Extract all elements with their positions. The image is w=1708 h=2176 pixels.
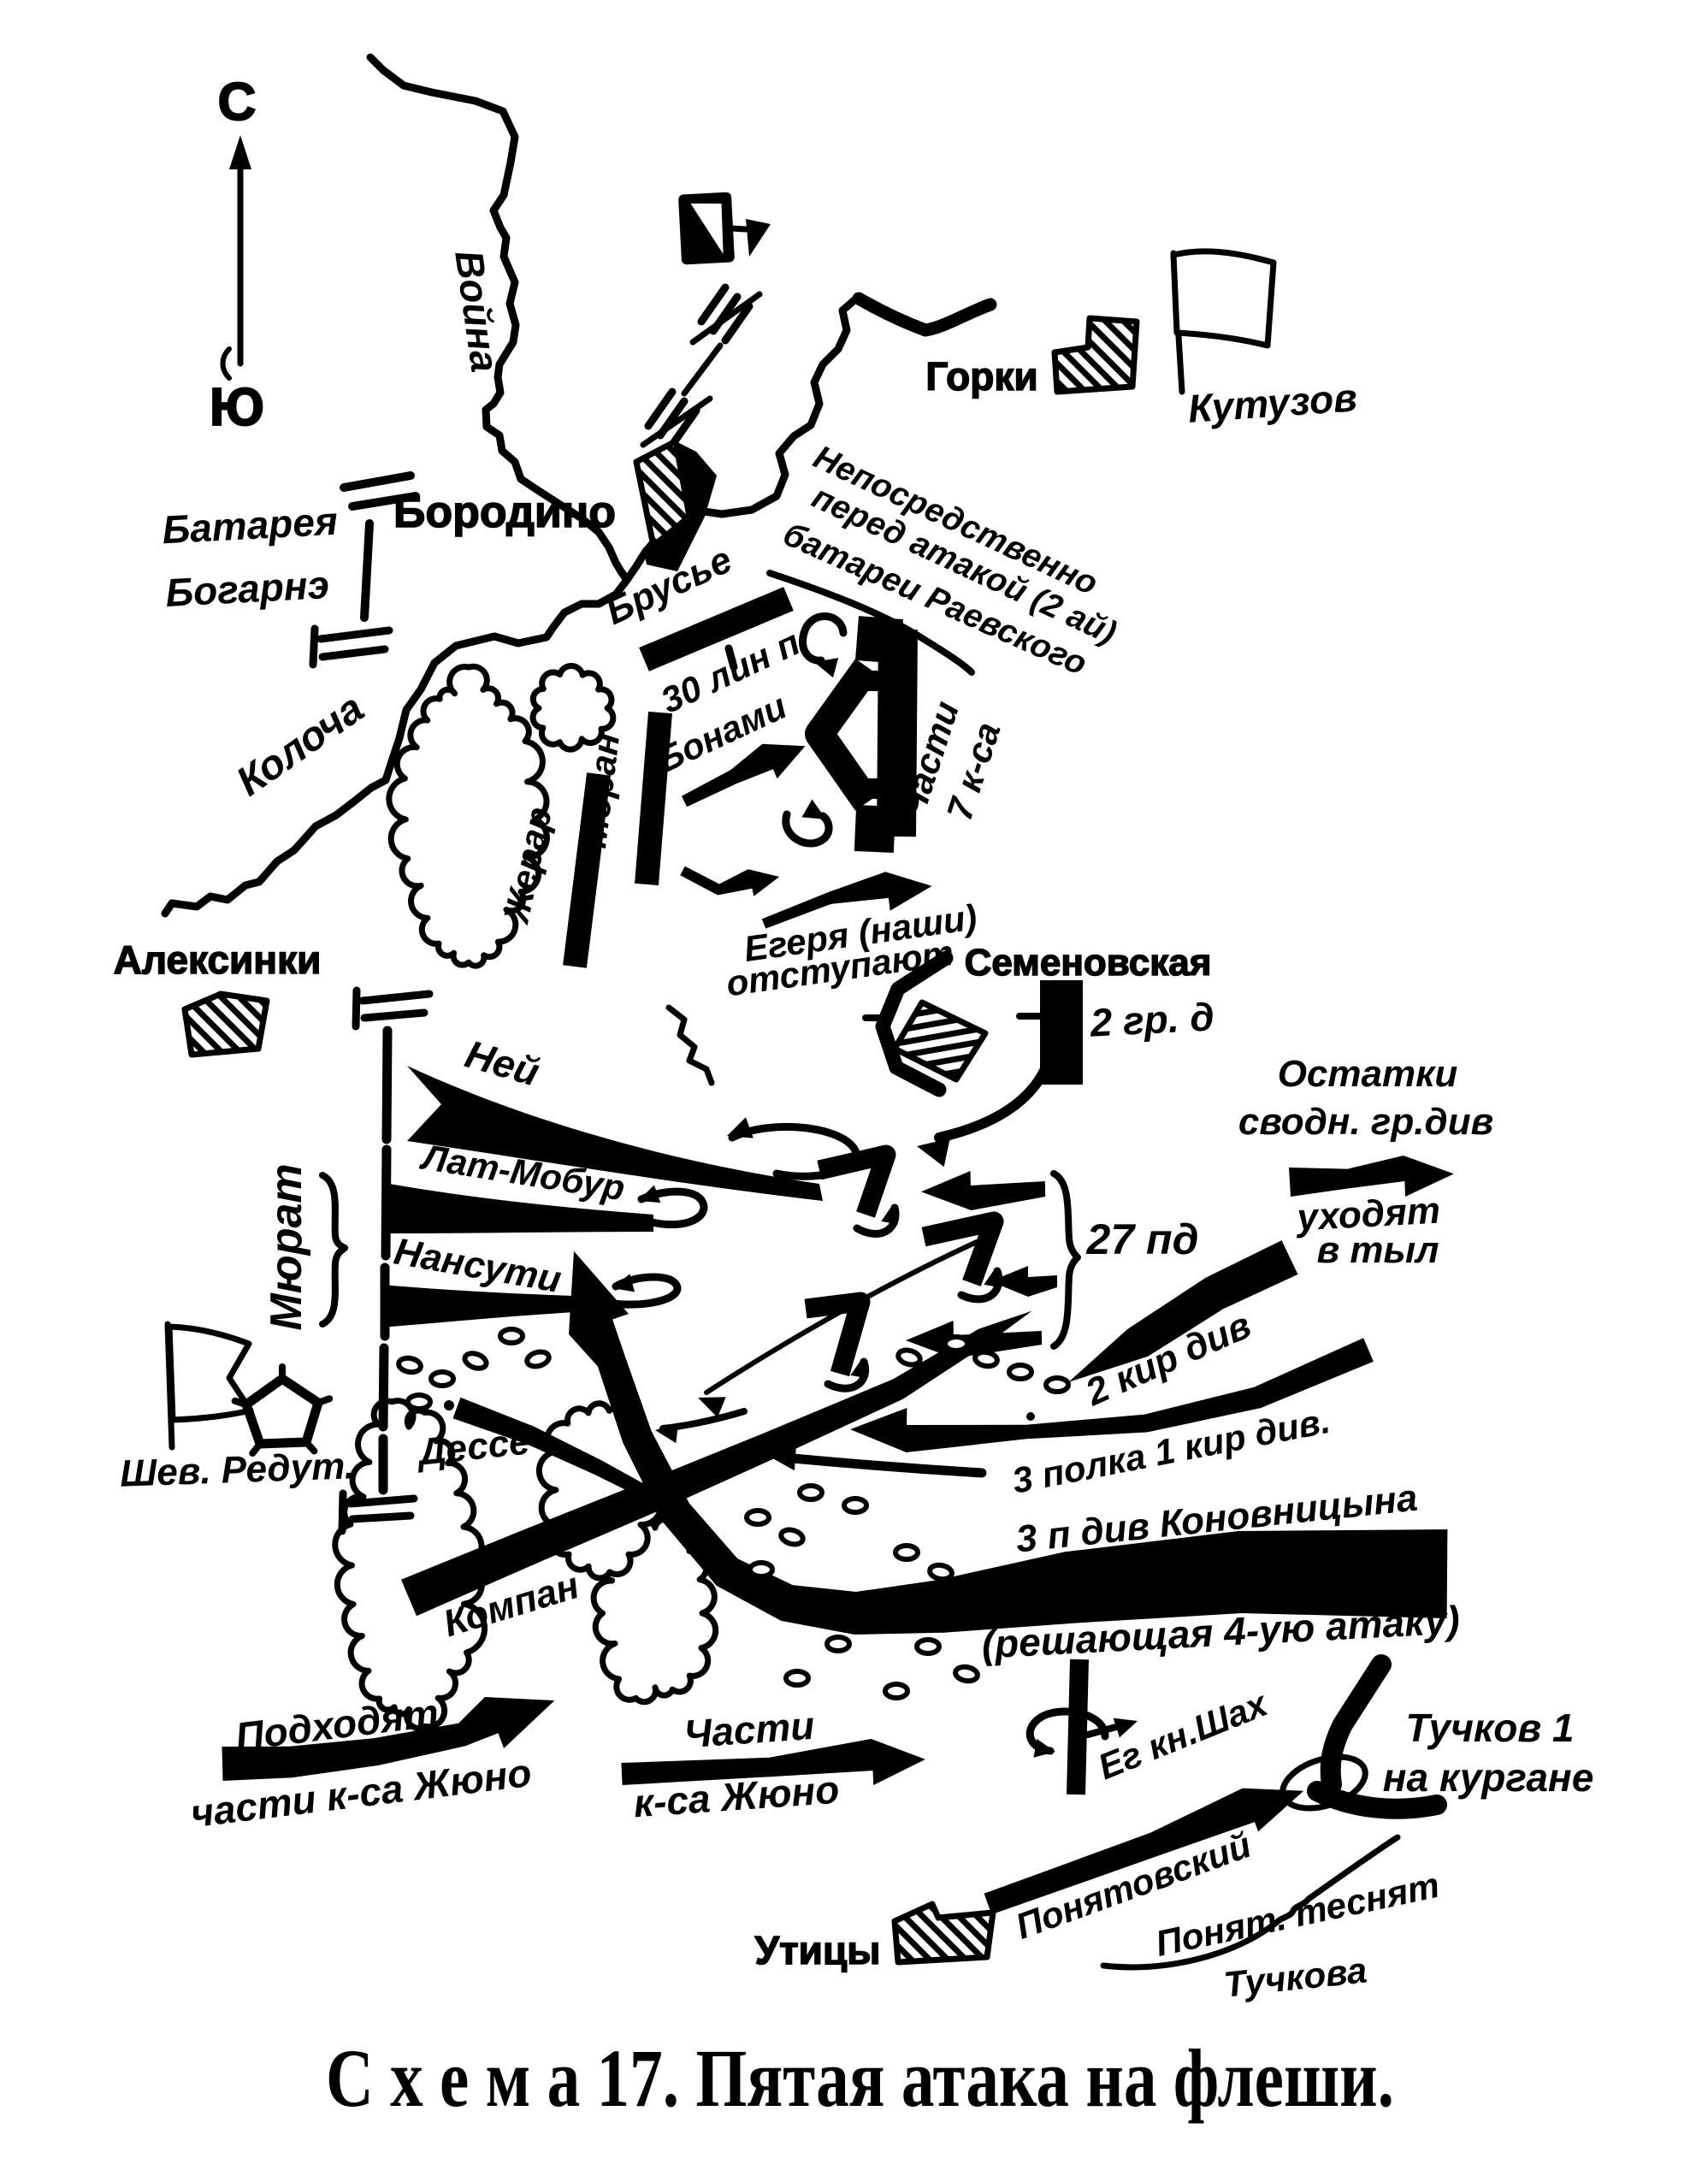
svg-text:Ю: Ю xyxy=(210,378,264,437)
svg-text:Утицы: Утицы xyxy=(755,1928,881,1972)
svg-text:уходят: уходят xyxy=(1294,1190,1441,1239)
svg-text:Остатки: Остатки xyxy=(1278,1053,1458,1095)
svg-text:Части: Части xyxy=(683,1703,816,1757)
svg-text:Бородино: Бородино xyxy=(393,488,616,537)
svg-text:2 гр. д: 2 гр. д xyxy=(1088,994,1215,1045)
svg-text:Тучков 1: Тучков 1 xyxy=(1406,1706,1575,1750)
svg-text:в тыл: в тыл xyxy=(1317,1229,1439,1271)
svg-text:27 пд: 27 пд xyxy=(1086,1215,1199,1263)
svg-text:Семеновская: Семеновская xyxy=(965,942,1212,984)
svg-text:С х е м а 17. Пятая атака: С х е м а 17. Пятая атака на флеши. xyxy=(326,2032,1394,2124)
svg-text:на кургане: на кургане xyxy=(1383,1755,1594,1800)
svg-text:Богарнэ: Богарнэ xyxy=(164,562,330,615)
svg-text:Батарея: Батарея xyxy=(161,499,339,553)
svg-text:Горки: Горки xyxy=(925,354,1037,399)
svg-text:сводн. гр.див: сводн. гр.див xyxy=(1238,1101,1493,1143)
svg-text:С: С xyxy=(218,73,257,132)
svg-text:Шев. Редут.: Шев. Редут. xyxy=(119,1445,355,1495)
svg-text:Мюрат: Мюрат xyxy=(262,1163,311,1330)
svg-text:Алексинки: Алексинки xyxy=(114,937,322,982)
